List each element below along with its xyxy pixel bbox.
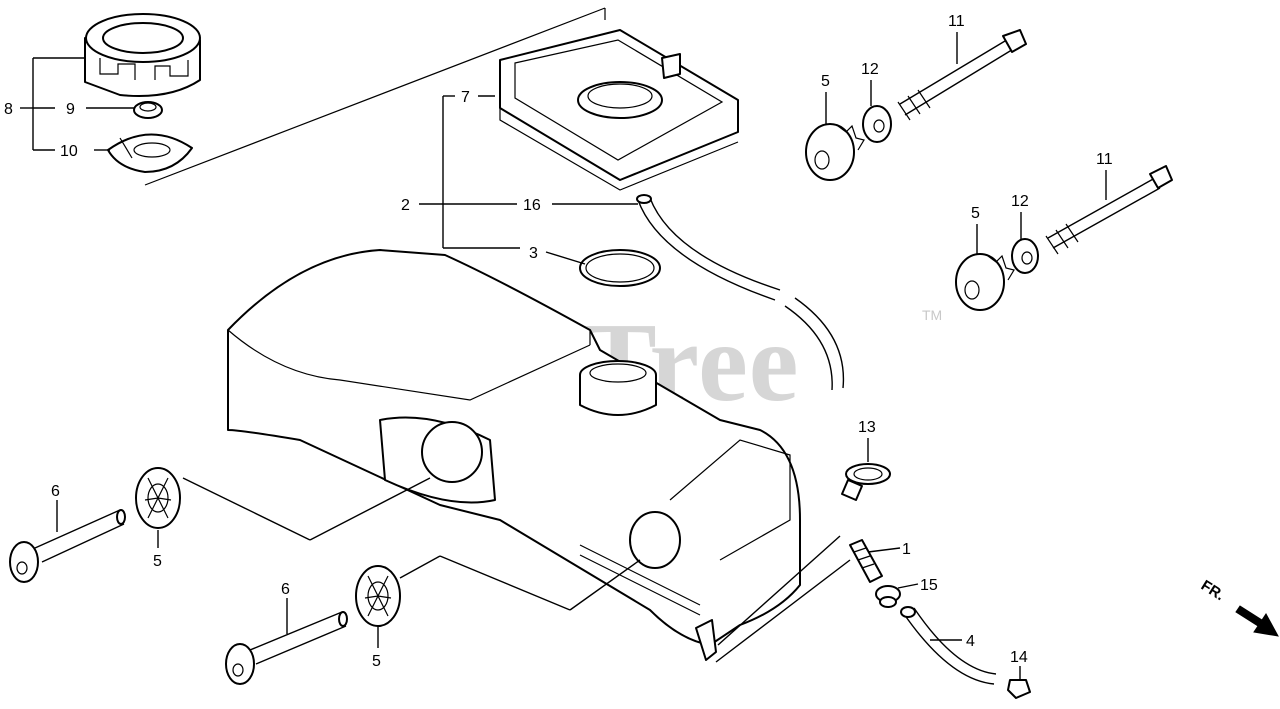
callout-5-upper: 5 bbox=[821, 73, 830, 90]
callout-2: 2 bbox=[401, 197, 410, 214]
fuel-tank bbox=[227, 249, 801, 661]
callout-3: 3 bbox=[529, 245, 538, 262]
hose-clamp bbox=[841, 463, 891, 501]
callout-5-left: 5 bbox=[153, 553, 162, 570]
callout-5-lower: 5 bbox=[372, 653, 381, 670]
rubber-mount-middle bbox=[955, 253, 1015, 311]
callout-13: 13 bbox=[858, 419, 876, 436]
front-direction-indicator: FR. bbox=[1198, 577, 1279, 637]
callout-9: 9 bbox=[66, 101, 75, 118]
front-direction-label: FR. bbox=[1198, 577, 1228, 604]
hose-clip bbox=[875, 585, 901, 608]
callout-15: 15 bbox=[920, 577, 938, 594]
callout-4: 4 bbox=[966, 633, 975, 650]
cap-seal-ring bbox=[133, 101, 163, 119]
mount-bolt-middle bbox=[1045, 165, 1173, 255]
cap-connector-line bbox=[144, 7, 606, 186]
callout-6-lower: 6 bbox=[281, 581, 290, 598]
callout-12-upper: 12 bbox=[861, 61, 879, 78]
mount-bolt-lower bbox=[225, 611, 348, 685]
breather-tube bbox=[636, 194, 845, 391]
callout-14: 14 bbox=[1010, 649, 1028, 666]
rubber-mount-lower bbox=[355, 565, 401, 627]
rubber-mount-upper bbox=[805, 123, 865, 181]
front-direction-arrow-icon bbox=[1235, 605, 1279, 637]
callout-5-middle: 5 bbox=[971, 205, 980, 222]
fuel-joint bbox=[849, 539, 883, 583]
callout-7: 7 bbox=[461, 89, 470, 106]
callout-6-left: 6 bbox=[51, 483, 60, 500]
callout-12-middle: 12 bbox=[1011, 193, 1029, 210]
callout-11-middle: 11 bbox=[1096, 151, 1113, 168]
callout-16: 16 bbox=[523, 197, 541, 214]
cap-gasket bbox=[107, 133, 193, 173]
watermark-trademark: TM bbox=[922, 307, 942, 323]
washer-upper bbox=[862, 105, 892, 143]
callout-1: 1 bbox=[902, 541, 911, 558]
fuel-hose bbox=[900, 606, 997, 685]
mount-bolt-left bbox=[9, 509, 126, 583]
hose-end-cap bbox=[1007, 679, 1031, 699]
callout-11-upper: 11 bbox=[948, 13, 965, 30]
strainer-tray bbox=[499, 29, 739, 191]
leader-lines bbox=[20, 32, 1107, 680]
callout-8: 8 bbox=[4, 101, 13, 118]
o-ring-seal bbox=[579, 249, 661, 287]
callout-10: 10 bbox=[60, 143, 78, 160]
rubber-mount-left bbox=[135, 467, 181, 529]
washer-middle bbox=[1011, 238, 1039, 274]
mount-bolt-upper bbox=[897, 29, 1027, 121]
fuel-cap bbox=[84, 13, 201, 97]
